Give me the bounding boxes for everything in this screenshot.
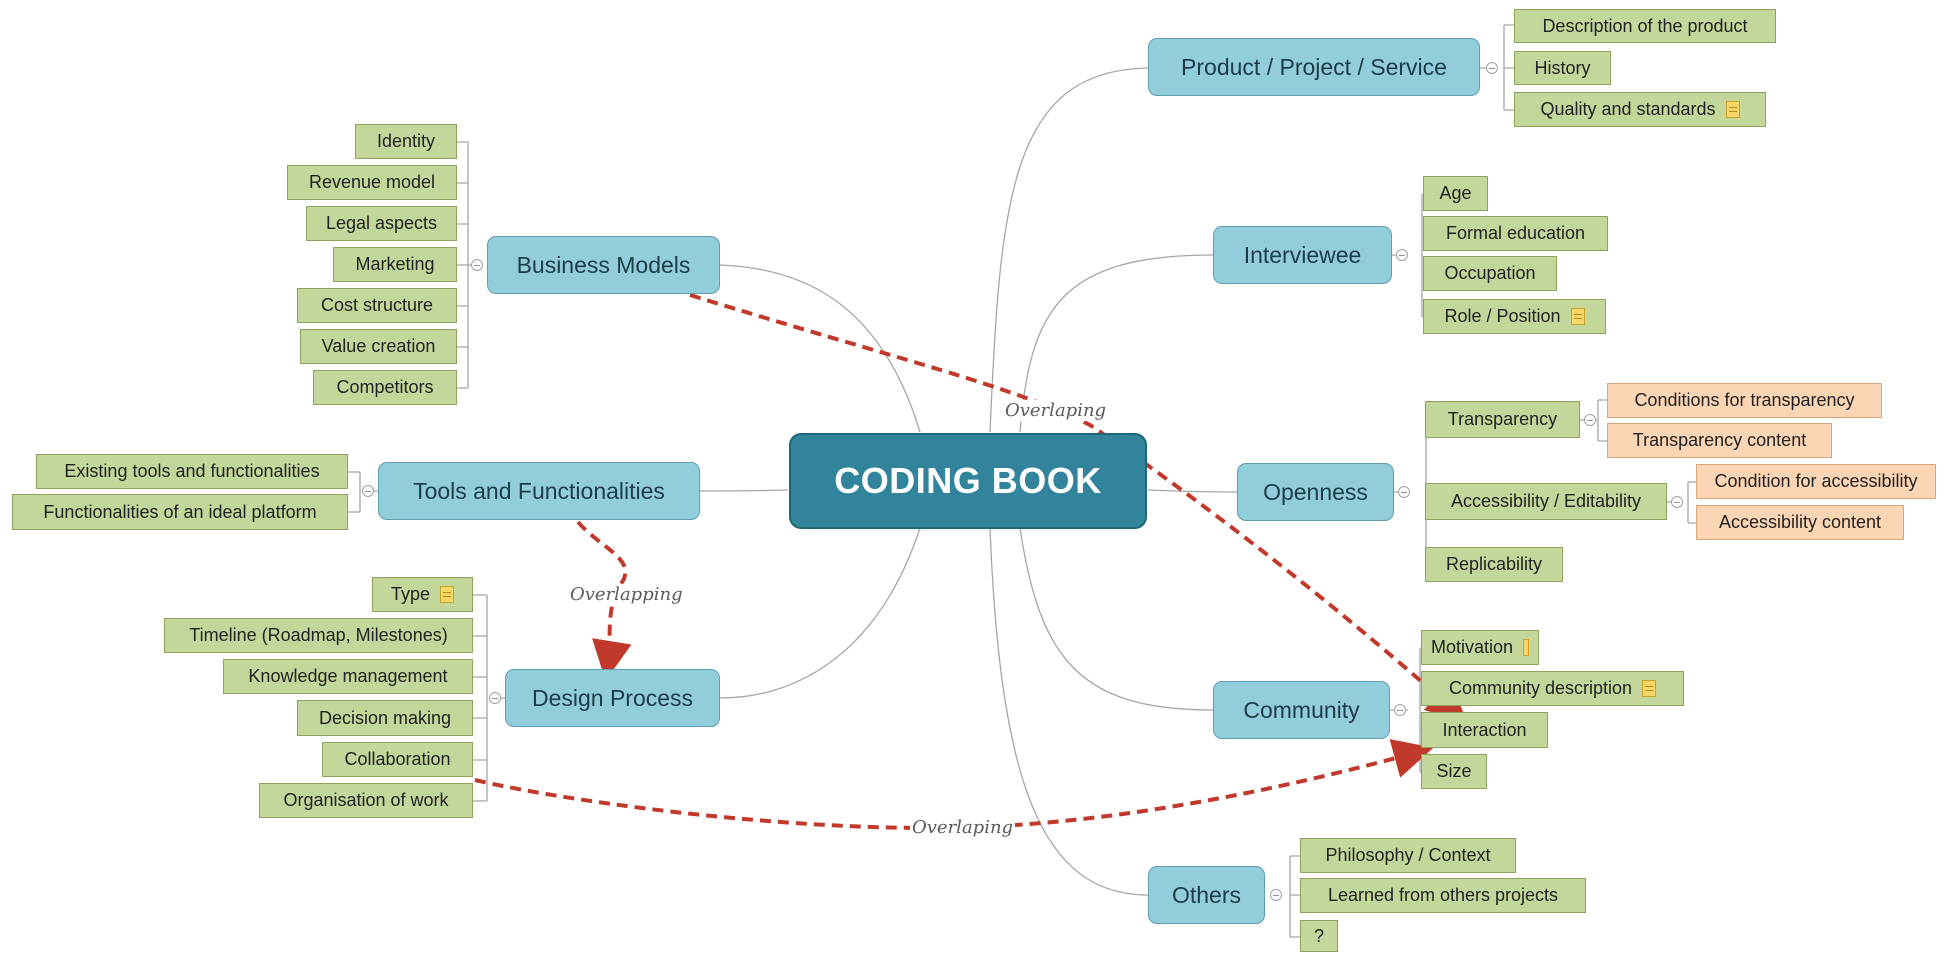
subtopic-timeline[interactable]: Timeline (Roadmap, Milestones) (164, 618, 473, 653)
subtopic-formal-education[interactable]: Formal education (1423, 216, 1608, 251)
subtopic-knowledge-management[interactable]: Knowledge management (223, 659, 473, 694)
subtopic-accessibility-editability[interactable]: Accessibility / Editability (1425, 483, 1667, 520)
connector-root-openness (1147, 489, 1238, 493)
subtopic-learned-from-others-projects[interactable]: Learned from others projects (1300, 878, 1586, 913)
relationship-arrow-business-interaction (689, 293, 1467, 722)
subtopic-existing-tools-and-functionalities[interactable]: Existing tools and functionalities (36, 454, 348, 489)
collapse-toggle-icon[interactable] (471, 259, 483, 271)
subtopic-role-position[interactable]: Role / Position (1423, 299, 1606, 334)
connector-root-business (719, 264, 921, 433)
subtopic-accessibility-content[interactable]: Accessibility content (1696, 505, 1904, 540)
topic-product-project-service[interactable]: Product / Project / Service (1148, 38, 1480, 96)
topic-others[interactable]: Others (1148, 866, 1265, 924)
subtopic-label: Role / Position (1444, 306, 1561, 326)
subtopic-philosophy-context[interactable]: Philosophy / Context (1300, 838, 1516, 873)
subtopic-functionalities-of-an-ideal-platform[interactable]: Functionalities of an ideal platform (12, 494, 348, 530)
subtopic-label: Quality and standards (1540, 99, 1716, 119)
subtopic-decision-making[interactable]: Decision making (297, 700, 473, 736)
connector-root-community (1019, 527, 1214, 711)
topic-design-process[interactable]: Design Process (505, 669, 720, 727)
connector-root-tools (699, 489, 789, 492)
topic-openness[interactable]: Openness (1237, 463, 1394, 521)
subtopic-size[interactable]: Size (1421, 754, 1487, 789)
subtopic-label: Motivation (1431, 637, 1514, 657)
subtopic-cost-structure[interactable]: Cost structure (297, 288, 457, 323)
note-icon[interactable] (1523, 639, 1529, 656)
subtopic-description-of-the-product[interactable]: Description of the product (1514, 9, 1776, 43)
subtopic-motivation[interactable]: Motivation (1421, 630, 1539, 665)
subtopic-competitors[interactable]: Competitors (313, 370, 457, 405)
topic-business-models[interactable]: Business Models (487, 236, 720, 294)
subtopic-community-description[interactable]: Community description (1421, 671, 1684, 706)
connector-root-product (989, 67, 1149, 433)
subtopic-conditions-for-transparency[interactable]: Conditions for transparency (1607, 383, 1882, 418)
subtopic-question-mark[interactable]: ? (1300, 920, 1338, 952)
subtopic-transparency[interactable]: Transparency (1425, 401, 1580, 438)
bracket-others (1289, 855, 1300, 938)
collapse-toggle-icon[interactable] (1394, 704, 1406, 716)
collapse-toggle-icon[interactable] (1396, 249, 1408, 261)
collapse-toggle-icon[interactable] (1398, 486, 1410, 498)
subtopic-legal-aspects[interactable]: Legal aspects (306, 206, 457, 241)
relationship-label-business-interaction[interactable]: Overlaping (1003, 400, 1109, 421)
connector-root-others (989, 527, 1149, 896)
note-icon[interactable] (440, 586, 455, 603)
bracket-business (457, 141, 475, 389)
note-icon[interactable] (1642, 680, 1657, 697)
subtopic-transparency-content[interactable]: Transparency content (1607, 423, 1832, 458)
subtopic-history[interactable]: History (1514, 51, 1611, 85)
subtopic-type[interactable]: Type (372, 577, 473, 612)
subtopic-organisation-of-work[interactable]: Organisation of work (259, 783, 473, 818)
subtopic-label: Type (390, 584, 431, 604)
topic-tools-and-functionalities[interactable]: Tools and Functionalities (378, 462, 700, 520)
collapse-toggle-icon[interactable] (1671, 496, 1683, 508)
connector-root-design (719, 527, 921, 699)
collapse-toggle-icon[interactable] (1486, 62, 1498, 74)
note-icon[interactable] (1570, 308, 1585, 325)
subtopic-age[interactable]: Age (1423, 176, 1488, 211)
subtopic-replicability[interactable]: Replicability (1425, 547, 1563, 582)
relationship-label-tools-design[interactable]: Overlapping (568, 584, 685, 605)
subtopic-interaction[interactable]: Interaction (1421, 712, 1548, 748)
subtopic-value-creation[interactable]: Value creation (300, 329, 457, 364)
subtopic-revenue-model[interactable]: Revenue model (287, 165, 457, 200)
root-topic[interactable]: CODING BOOK (789, 433, 1147, 529)
note-icon[interactable] (1725, 101, 1740, 118)
relationship-label-collaboration-interaction[interactable]: Overlaping (910, 817, 1016, 838)
subtopic-marketing[interactable]: Marketing (333, 247, 457, 282)
subtopic-occupation[interactable]: Occupation (1423, 256, 1557, 291)
connector-root-interviewee (1019, 254, 1214, 433)
collapse-toggle-icon[interactable] (362, 485, 374, 497)
subtopic-identity[interactable]: Identity (355, 124, 457, 159)
topic-community[interactable]: Community (1213, 681, 1390, 739)
subtopic-label: Community description (1448, 678, 1633, 698)
subtopic-condition-for-accessibility[interactable]: Condition for accessibility (1696, 464, 1936, 499)
subtopic-collaboration[interactable]: Collaboration (322, 742, 473, 777)
subtopic-quality-and-standards[interactable]: Quality and standards (1514, 92, 1766, 127)
collapse-toggle-icon[interactable] (1270, 889, 1282, 901)
collapse-toggle-icon[interactable] (1584, 414, 1596, 426)
collapse-toggle-icon[interactable] (489, 692, 501, 704)
topic-interviewee[interactable]: Interviewee (1213, 226, 1392, 284)
